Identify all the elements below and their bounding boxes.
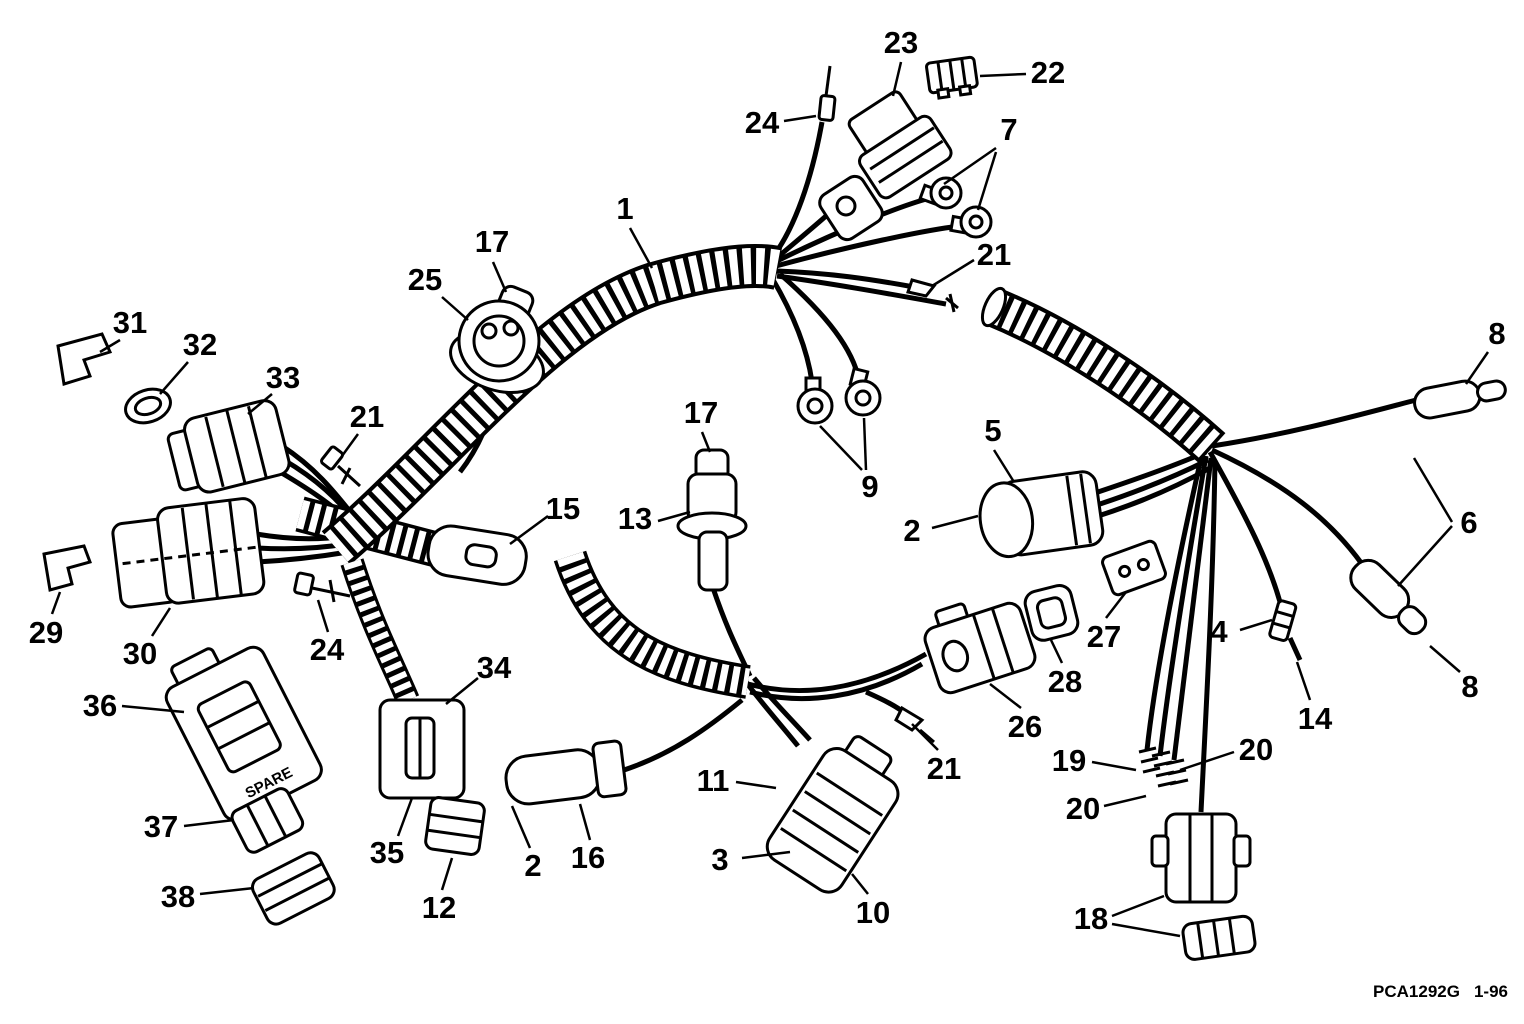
connector-26 <box>923 601 1037 695</box>
parts: SPARE <box>42 55 1507 961</box>
terminal-21-left <box>320 445 362 488</box>
clip-29 <box>42 544 92 592</box>
harness-tube-1 <box>295 244 783 568</box>
connector-33 <box>166 399 291 494</box>
connector-37 <box>230 787 305 854</box>
drawing-code-text: PCA1292G <box>1373 982 1460 1001</box>
connector-23 <box>847 90 953 200</box>
bullet-connector-8-bottom <box>1349 558 1428 636</box>
ring-terminals-7 <box>918 176 993 239</box>
connector-5 <box>978 470 1105 559</box>
terminal-4 <box>1268 599 1298 642</box>
harness-tube-lower <box>553 550 751 699</box>
terminal-21-mid <box>894 705 935 744</box>
cap-38 <box>250 851 336 926</box>
terminal-24-top <box>817 65 837 122</box>
connector-15 <box>426 524 528 586</box>
connector-10 <box>765 735 900 894</box>
terminal-24-left <box>293 571 351 603</box>
drawing-code: PCA1292G 1-96 <box>1359 982 1508 1002</box>
connector-23-mate <box>818 174 884 242</box>
connector-30 <box>111 497 266 609</box>
fuse-22 <box>925 55 979 100</box>
harness-tube-branch-34 <box>340 558 420 705</box>
grommet-32 <box>124 387 172 425</box>
holder-34 <box>378 698 466 800</box>
harness-tube-right <box>980 286 1226 463</box>
part-12 <box>424 796 486 856</box>
bullet-connector-8-top <box>1413 379 1507 420</box>
grommet-28 <box>1023 583 1080 642</box>
clip-31 <box>56 332 113 386</box>
ring-terminals-9 <box>796 366 882 425</box>
leader-lines <box>50 61 1490 938</box>
fuse-holder-36: SPARE <box>164 645 323 822</box>
bullet-connector-16 <box>504 739 628 806</box>
grommet-25 <box>449 299 545 394</box>
drawing-date-text: 1-96 <box>1473 982 1508 1001</box>
boot-17-mid <box>676 448 748 592</box>
connector-18 <box>1150 812 1257 961</box>
wire-end-sleeves-19-20 <box>1138 746 1189 788</box>
clip-27 <box>1101 539 1167 597</box>
terminal-21-top <box>906 278 959 313</box>
